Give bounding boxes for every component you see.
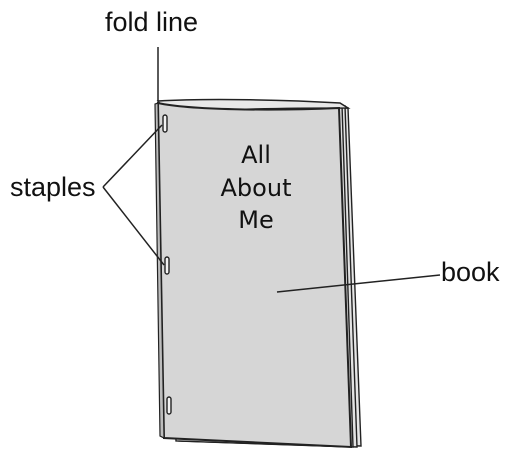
staple-icon bbox=[164, 256, 170, 275]
cover-title-line2: About bbox=[221, 174, 292, 202]
book-cover bbox=[156, 101, 353, 449]
staples-group bbox=[162, 114, 172, 415]
staples-leader-bottom bbox=[102, 186, 165, 266]
fold-line-label: fold line bbox=[105, 7, 198, 37]
book-label: book bbox=[441, 257, 500, 287]
cover-title-line3: Me bbox=[238, 206, 273, 234]
book-leader bbox=[276, 274, 441, 293]
cover-title-line1: All bbox=[241, 141, 271, 169]
staple-icon bbox=[166, 396, 172, 415]
staples-label: staples bbox=[10, 172, 96, 202]
staple-icon bbox=[162, 114, 168, 133]
book-spine bbox=[154, 102, 165, 439]
staples-leader-top bbox=[102, 124, 163, 188]
